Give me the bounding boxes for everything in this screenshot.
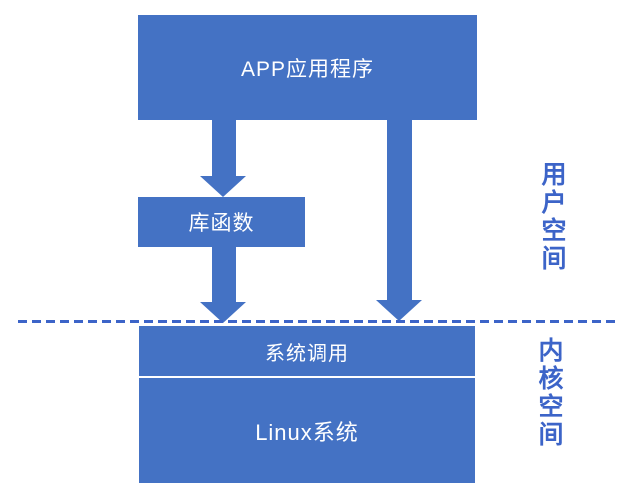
lib-box: 库函数 bbox=[138, 197, 305, 247]
app-box: APP应用程序 bbox=[138, 15, 477, 120]
down-arrow-shaft-icon bbox=[212, 246, 236, 302]
down-arrow-shaft-icon bbox=[212, 119, 236, 176]
down-arrow-head-icon bbox=[200, 176, 246, 197]
down-arrow-head-icon bbox=[376, 300, 422, 321]
app-box-label: APP应用程序 bbox=[240, 57, 375, 81]
syscall-box: 系统调用 bbox=[139, 326, 475, 376]
linux-box-label: Linux系统 bbox=[255, 419, 359, 445]
user-space-label: 用户空间 bbox=[538, 161, 566, 273]
down-arrow-shaft-icon bbox=[387, 119, 412, 300]
user-kernel-boundary-dashed-line bbox=[18, 320, 620, 323]
syscall-box-label: 系统调用 bbox=[265, 342, 349, 365]
down-arrow-head-icon bbox=[200, 302, 246, 323]
kernel-space-label: 内核空间 bbox=[535, 337, 563, 449]
linux-box: Linux系统 bbox=[139, 378, 475, 483]
lib-box-label: 库函数 bbox=[188, 212, 255, 235]
